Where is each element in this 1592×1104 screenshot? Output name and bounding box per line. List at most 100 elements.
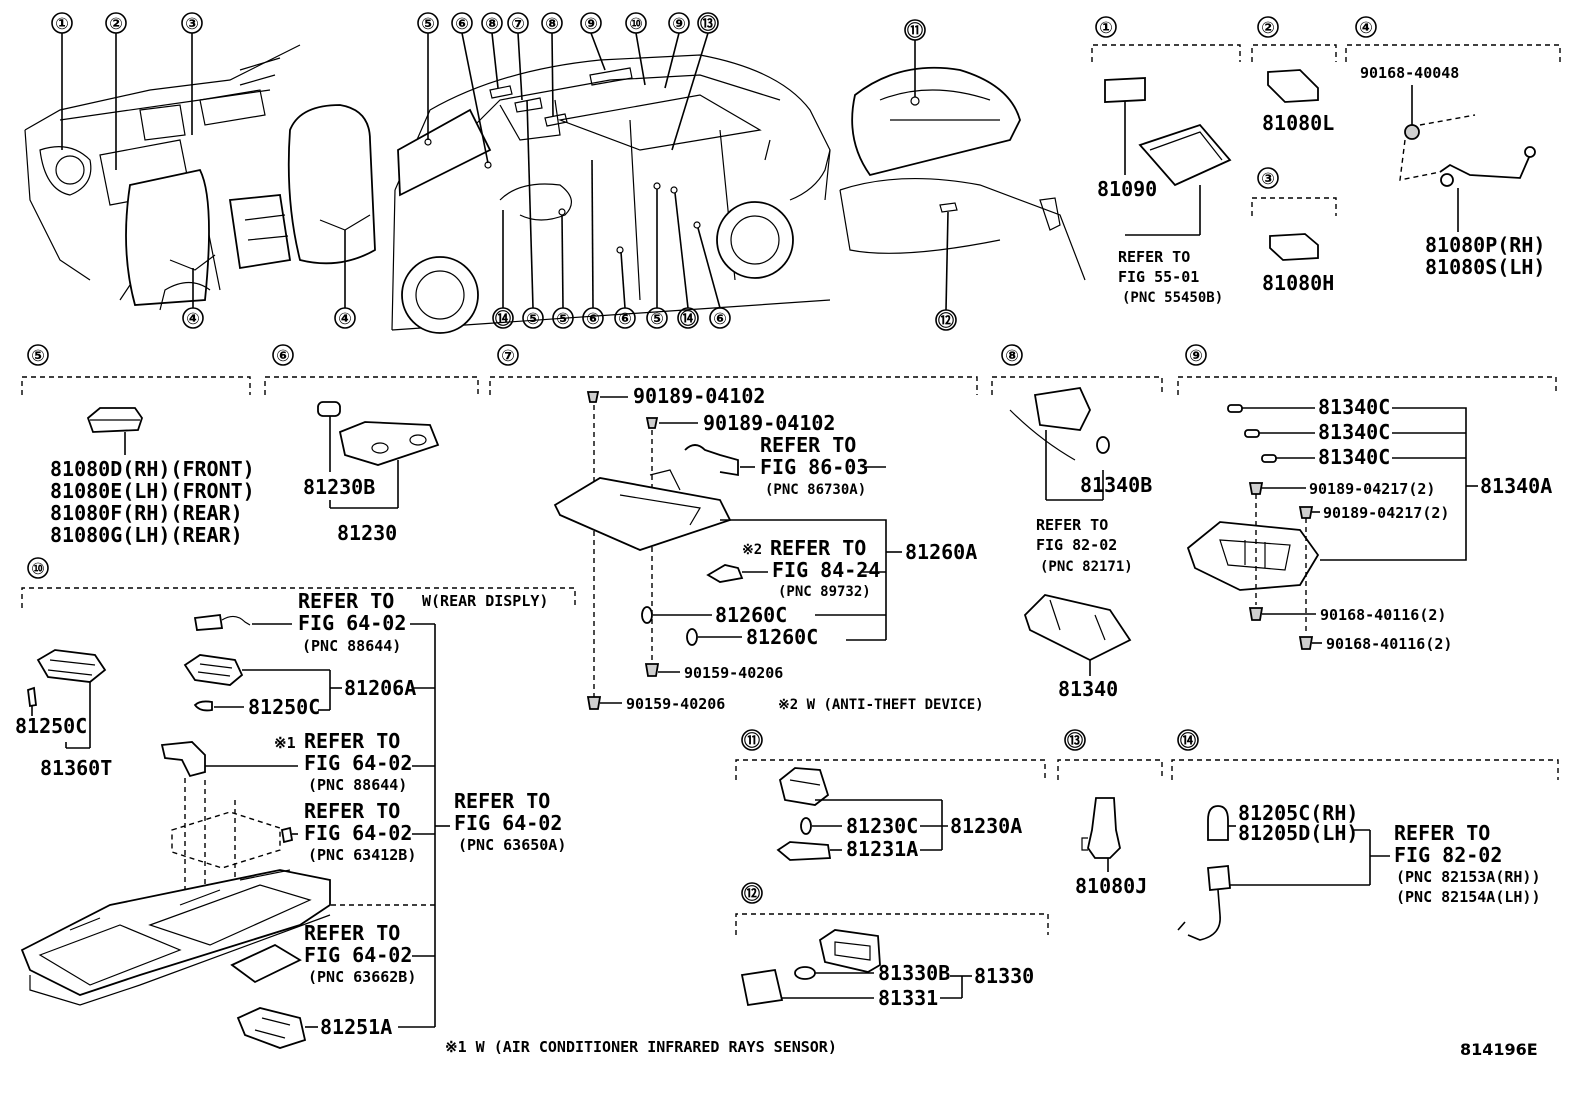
callout-4b: ④	[338, 309, 352, 328]
bulb-81260C-b: 81260C	[746, 625, 818, 649]
bulb-icon	[1244, 429, 1260, 438]
section-5-header: ⑤	[31, 346, 45, 365]
ref-pnc: (PNC 89732)	[778, 584, 871, 600]
section-7: ⑦ 90189-04102 90189-04102 REFER TO FIG 8…	[489, 344, 984, 713]
callout-10: ⑩	[629, 14, 643, 33]
part-81080P: 81080P(RH)	[1425, 233, 1545, 257]
ref-line: FIG 82-02	[1394, 843, 1502, 867]
screw-icon	[1298, 636, 1314, 650]
lamp-assembly-icon	[338, 421, 440, 466]
switch-icon	[1269, 233, 1319, 261]
section-10: ⑩ W(REAR DISPLY) REFER TO FIG 64-02 (PNC…	[15, 557, 837, 1056]
clip-icon	[1298, 506, 1314, 519]
lamp-icon	[818, 929, 881, 973]
ref-line: FIG 86-03	[760, 455, 868, 479]
lens-81331: 81331	[878, 986, 938, 1010]
ref-pnc: (PNC 86730A)	[765, 482, 866, 498]
part-81251A: 81251A	[320, 1015, 392, 1039]
section-13: ⑬ 81080J	[1057, 729, 1163, 898]
door-switch-icon	[1087, 797, 1121, 859]
part-81330: 81330	[974, 964, 1034, 988]
note-2: ※2 W (ANTI-THEFT DEVICE)	[778, 697, 984, 713]
section-1: ① 81090 REFER TO FIG 55-01 (PNC 55450B)	[1091, 16, 1241, 306]
interior-illustration	[24, 44, 376, 311]
screw-90168-40116-b: 90168-40116(2)	[1326, 635, 1452, 653]
connector-icon	[684, 444, 739, 477]
section-3-header: ③	[1261, 169, 1275, 188]
callout-14a: ⑭	[495, 309, 511, 328]
part-81206A: 81206A	[344, 676, 416, 700]
ref-pnc: (PNC 82153A(RH))	[1396, 868, 1541, 886]
ref-line: REFER TO	[760, 433, 856, 457]
section-12-header: ⑫	[744, 884, 760, 903]
section-6: ⑥ 81230B 81230	[264, 344, 479, 545]
section-2-header: ②	[1261, 18, 1275, 37]
switch-icon	[1267, 69, 1319, 103]
ref-pnc: (PNC 63650A)	[458, 836, 566, 854]
top-callouts: ① ② ③ ④ ④ ⑤ ⑥ ⑧ ⑦ ⑧ ⑨ ⑩ ⑨ ⑬ ⑭ ⑤ ⑤ ⑥ ⑥ ⑤ …	[51, 12, 957, 331]
callout-6d: ⑥	[713, 309, 727, 328]
lens-81231A: 81231A	[846, 837, 918, 861]
part-81230: 81230	[337, 521, 397, 545]
section-9-header: ⑨	[1189, 346, 1203, 365]
section-13-header: ⑬	[1067, 731, 1083, 750]
callout-5d: ⑤	[650, 309, 664, 328]
callout-2: ②	[109, 14, 123, 33]
section-6-header: ⑥	[276, 346, 290, 365]
callout-5b: ⑤	[526, 309, 540, 328]
ref-pnc: (PNC 63412B)	[308, 846, 416, 864]
bulb-icon	[317, 401, 341, 417]
bulb-icon	[800, 817, 812, 835]
clip-icon	[1248, 482, 1264, 495]
note-1: ※1 W (AIR CONDITIONER INFRARED RAYS SENS…	[445, 1038, 837, 1056]
part-81080H: 81080H	[1262, 271, 1334, 295]
callout-7: ⑦	[511, 14, 525, 33]
callout-12: ⑫	[938, 311, 954, 330]
bulb-81340B: 81340B	[1080, 473, 1152, 497]
switch-icon	[1033, 387, 1091, 431]
callout-6c: ⑥	[618, 309, 632, 328]
section-11: ⑪ 81230C 81230A 81231A	[735, 729, 1046, 861]
section-9: ⑨ 81340C 81340C 81340C 81340A 90189-0421…	[1177, 344, 1557, 653]
clip-90189-04217-b: 90189-04217(2)	[1323, 504, 1449, 522]
callout-8b: ⑧	[545, 14, 559, 33]
bulb-icon	[1261, 454, 1277, 463]
lens-icon	[740, 968, 784, 1007]
part-81080D: 81080D(RH)(FRONT)	[50, 457, 255, 481]
car-body-illustration	[391, 54, 831, 334]
ref-line: FIG 64-02	[304, 943, 412, 967]
ref-line: REFER TO	[454, 789, 550, 813]
ref-line: REFER TO	[304, 921, 400, 945]
ref-line: REFER TO	[304, 799, 400, 823]
section-11-header: ⑪	[744, 731, 760, 750]
section-4-header: ④	[1359, 18, 1373, 37]
ref-pnc: (PNC 63662B)	[308, 968, 416, 986]
sensor-icon	[706, 564, 744, 583]
console-icon	[20, 869, 331, 996]
section-14: ⑭ 81205C(RH) 81205D(LH) REFER TO FIG 82-…	[1171, 729, 1559, 941]
lamp-icon	[778, 767, 830, 806]
ref-pnc: (PNC 88644)	[308, 776, 407, 794]
ref-line: REFER TO	[298, 589, 394, 613]
screw-icon	[586, 696, 602, 710]
connector-icon	[193, 614, 224, 631]
section-4: ④ 90168-40048 81080P(RH) 81080S(LH)	[1345, 16, 1561, 279]
clip-icon	[280, 826, 294, 844]
bulb-icon	[193, 700, 213, 712]
section-10-header: ⑩	[31, 559, 45, 578]
clip-90189-04102-b: 90189-04102	[703, 411, 835, 435]
bulb-icon	[686, 628, 698, 646]
part-81360T: 81360T	[40, 756, 112, 780]
part-81340A: 81340A	[1480, 474, 1552, 498]
clip-90189-04102-a: 90189-04102	[633, 384, 765, 408]
callout-9b: ⑨	[672, 14, 686, 33]
callout-8a: ⑧	[485, 14, 499, 33]
ref-line: FIG 55-01	[1118, 268, 1199, 286]
section-12: ⑫ 81330B 81330 81331	[735, 882, 1049, 1010]
ref-pnc: (PNC 82171)	[1040, 559, 1133, 575]
w-note: W(REAR DISPLY)	[422, 592, 548, 610]
bulb-icon	[794, 966, 816, 980]
bulb-81330B: 81330B	[878, 961, 950, 985]
switch-assembly-icon	[36, 649, 107, 683]
